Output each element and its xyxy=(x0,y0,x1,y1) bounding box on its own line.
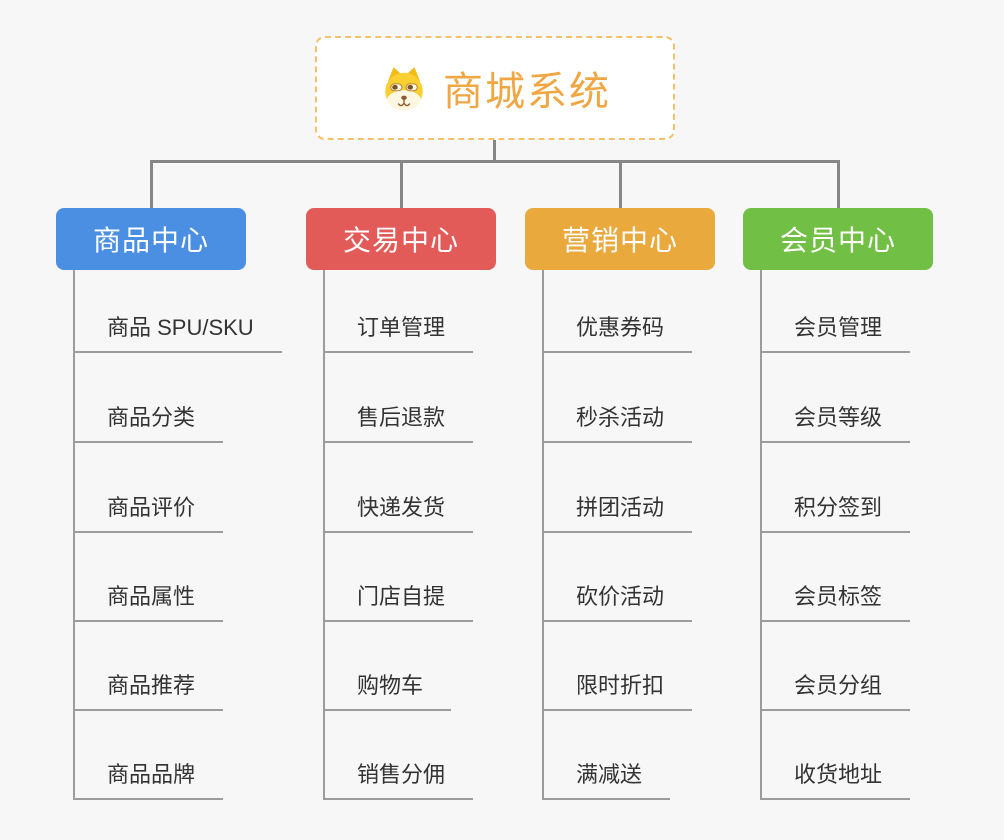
child-topic[interactable]: 会员等级 xyxy=(760,403,911,443)
child-topic-label: 售后退款 xyxy=(357,405,446,430)
child-topic-label: 会员等级 xyxy=(794,405,883,430)
child-topic-label: 购物车 xyxy=(357,673,424,698)
branch-label: 商品中心 xyxy=(92,225,209,256)
child-topic[interactable]: 会员管理 xyxy=(760,313,911,353)
child-topic[interactable]: 快递发货 xyxy=(323,493,474,533)
child-topic-label: 快递发货 xyxy=(357,495,446,520)
branch-node-1[interactable]: 交易中心 xyxy=(306,208,496,270)
child-topic[interactable]: 限时折扣 xyxy=(542,671,693,711)
child-topic-label: 会员标签 xyxy=(794,584,883,609)
branch-trunk-line-1 xyxy=(323,270,325,800)
dog-face-icon xyxy=(379,63,429,113)
child-topic[interactable]: 拼团活动 xyxy=(542,493,693,533)
child-topic-label: 秒杀活动 xyxy=(576,405,665,430)
child-topic-label: 商品推荐 xyxy=(107,673,196,698)
child-topic[interactable]: 商品评价 xyxy=(73,493,224,533)
child-topic[interactable]: 秒杀活动 xyxy=(542,403,693,443)
child-topic[interactable]: 商品品牌 xyxy=(73,760,224,800)
branch-label: 交易中心 xyxy=(342,225,459,256)
bus-line xyxy=(150,160,840,163)
child-topic[interactable]: 售后退款 xyxy=(323,403,474,443)
child-topic-label: 积分签到 xyxy=(794,495,883,520)
child-topic-label: 订单管理 xyxy=(357,315,446,340)
root-stem-line xyxy=(493,140,496,163)
child-topic[interactable]: 订单管理 xyxy=(323,313,474,353)
child-topic-label: 收货地址 xyxy=(794,762,883,787)
branch-drop-line-3 xyxy=(837,160,840,208)
child-topic[interactable]: 积分签到 xyxy=(760,493,911,533)
child-topic-label: 销售分佣 xyxy=(357,762,446,787)
child-topic[interactable]: 会员标签 xyxy=(760,582,911,622)
branch-trunk-line-3 xyxy=(760,270,762,800)
branch-node-0[interactable]: 商品中心 xyxy=(56,208,246,270)
branch-trunk-line-0 xyxy=(73,270,75,800)
child-topic[interactable]: 砍价活动 xyxy=(542,582,693,622)
branch-drop-line-2 xyxy=(619,160,622,208)
child-topic-label: 门店自提 xyxy=(357,584,446,609)
child-topic-label: 商品评价 xyxy=(107,495,196,520)
child-topic[interactable]: 优惠券码 xyxy=(542,313,693,353)
branch-drop-line-1 xyxy=(400,160,403,208)
child-topic[interactable]: 商品分类 xyxy=(73,403,224,443)
child-topic-label: 限时折扣 xyxy=(576,673,665,698)
child-topic[interactable]: 收货地址 xyxy=(760,760,911,800)
child-topic-label: 商品属性 xyxy=(107,584,196,609)
child-topic-label: 优惠券码 xyxy=(576,315,665,340)
child-topic-label: 砍价活动 xyxy=(576,584,665,609)
child-topic-label: 商品 SPU/SKU xyxy=(107,315,254,340)
branch-trunk-line-2 xyxy=(542,270,544,800)
child-topic[interactable]: 商品属性 xyxy=(73,582,224,622)
child-topic[interactable]: 门店自提 xyxy=(323,582,474,622)
root-topic-label: 商城系统 xyxy=(443,70,611,114)
branch-drop-line-0 xyxy=(150,160,153,208)
root-topic[interactable]: 商城系统 xyxy=(315,36,675,140)
branch-node-3[interactable]: 会员中心 xyxy=(743,208,933,270)
child-topic[interactable]: 商品 SPU/SKU xyxy=(73,313,282,353)
child-topic[interactable]: 购物车 xyxy=(323,671,452,711)
child-topic-label: 商品分类 xyxy=(107,405,196,430)
child-topic-label: 会员管理 xyxy=(794,315,883,340)
child-topic[interactable]: 会员分组 xyxy=(760,671,911,711)
child-topic-label: 商品品牌 xyxy=(107,762,196,787)
child-topic-label: 会员分组 xyxy=(794,673,883,698)
branch-node-2[interactable]: 营销中心 xyxy=(525,208,715,270)
child-topic-label: 拼团活动 xyxy=(576,495,665,520)
child-topic[interactable]: 销售分佣 xyxy=(323,760,474,800)
child-topic-label: 满减送 xyxy=(576,762,643,787)
branch-label: 会员中心 xyxy=(779,225,896,256)
child-topic[interactable]: 商品推荐 xyxy=(73,671,224,711)
child-topic[interactable]: 满减送 xyxy=(542,760,671,800)
branch-label: 营销中心 xyxy=(561,225,678,256)
